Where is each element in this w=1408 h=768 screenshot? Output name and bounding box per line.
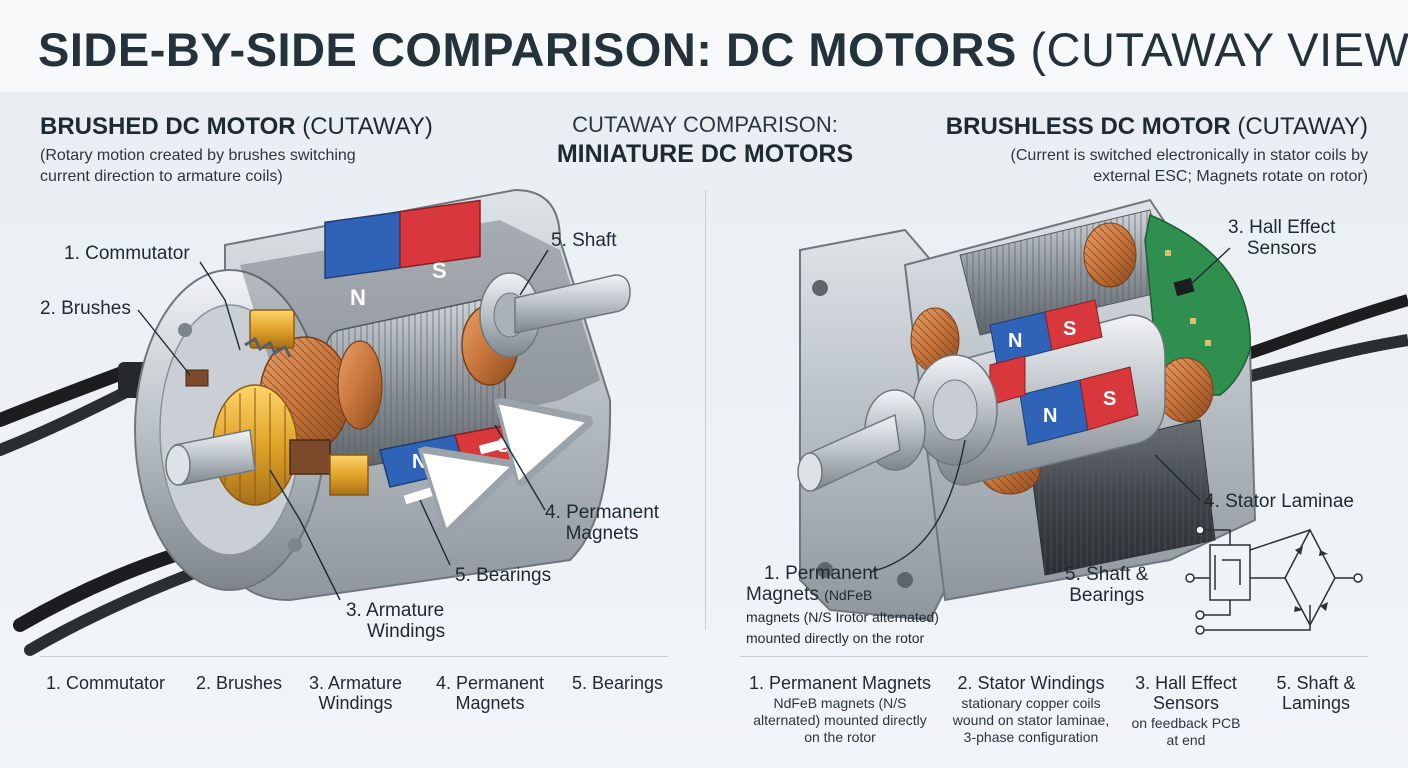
magnet-n-label-bottom: N — [412, 451, 426, 473]
brushed-legend-item: 2. Brushes — [196, 673, 283, 693]
schematic-terminals — [1185, 525, 1363, 635]
esc-schematic — [1190, 528, 1355, 631]
center-title: CUTAWAY COMPARISON: MINIATURE DC MOTORS — [556, 112, 854, 168]
callout-bearings: 5. Bearings — [455, 565, 552, 586]
callout-commutator: 1. Commutator — [64, 243, 190, 264]
page-title: SIDE-BY-SIDE COMPARISON: DC MOTORS (CUTA… — [38, 23, 1408, 76]
brushed-title: BRUSHED DC MOTOR (CUTAWAY) — [40, 113, 433, 140]
bldc-magnet-s-label-top: S — [1063, 318, 1076, 340]
callout-stator-laminae: 4. Stator Laminae — [1204, 491, 1354, 512]
callout-shaft-bearings: 5. Shaft &Bearings — [1065, 564, 1149, 606]
callout-bldc-magnets: 1. Permanent Magnets (NdFeB magnets (N/S… — [746, 563, 939, 646]
brushless-subtitle: (Current is switched electronically in s… — [1010, 147, 1368, 185]
brushless-legend-divider — [740, 656, 1368, 657]
callout-shaft: 5. Shaft — [551, 230, 617, 251]
brushed-motor: N S N S — [0, 188, 631, 656]
magnet-s-label-top: S — [432, 258, 447, 283]
center-divider — [705, 190, 706, 630]
bldc-magnet-n-label-top: N — [1008, 330, 1022, 352]
brushed-subtitle: (Rotary motion created by brushes switch… — [40, 147, 356, 185]
bldc-magnet-s-label-bottom: S — [1103, 388, 1116, 410]
brushless-title: BRUSHLESS DC MOTOR (CUTAWAY) — [945, 113, 1368, 140]
bldc-magnet-n-label-bottom: N — [1043, 405, 1057, 427]
brushed-legend-item: 5. Bearings — [572, 673, 664, 693]
magnet-n-label-top: N — [350, 285, 366, 310]
callout-brushes: 2. Brushes — [40, 298, 131, 319]
brushed-legend-divider — [40, 656, 668, 657]
schematic-diodes — [1294, 546, 1328, 612]
brushed-legend-item: 1. Commutator — [46, 673, 166, 693]
brushless-motor: N S N S — [797, 198, 1408, 635]
title-bar: SIDE-BY-SIDE COMPARISON: DC MOTORS (CUTA… — [0, 0, 1408, 92]
brushless-legend-item: 5. Shaft & Lamings — [1276, 673, 1356, 713]
